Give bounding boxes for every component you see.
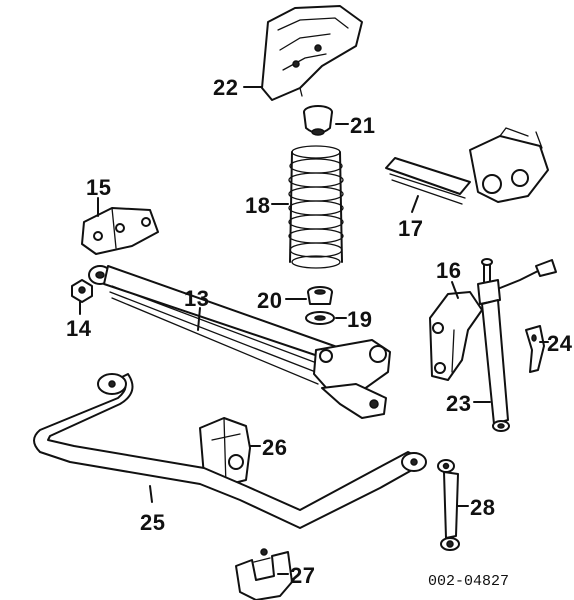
label-28: 28 [470, 495, 495, 520]
leader-17 [411, 195, 419, 213]
bushing-nut-14 [71, 279, 93, 303]
label-15: 15 [86, 175, 111, 200]
label-24: 24 [547, 331, 573, 356]
label-19: 19 [347, 307, 372, 332]
spring-isolator-20 [307, 286, 333, 305]
coil-spring-18 [288, 145, 344, 269]
clip-24 [525, 325, 545, 373]
label-20: 20 [257, 288, 282, 313]
shock-bracket-16 [429, 291, 483, 381]
label-18: 18 [245, 193, 270, 218]
label-16: 16 [436, 258, 461, 283]
frame-bracket-15 [81, 207, 159, 255]
label-27: 27 [290, 563, 315, 588]
radius-arm-13 [88, 265, 391, 419]
bushing-clamp-27 [235, 548, 293, 600]
label-23: 23 [446, 391, 471, 416]
label-21: 21 [350, 113, 375, 138]
shock-absorber-23 [477, 258, 557, 432]
leader-16 [451, 281, 459, 299]
stabilizer-bar-25 [33, 373, 427, 529]
stabilizer-link-28 [437, 459, 460, 551]
label-22: 22 [213, 75, 238, 100]
spring-seat-19 [305, 311, 335, 325]
label-25: 25 [140, 510, 165, 535]
bump-stop-21 [303, 105, 333, 136]
diagram-part-code: 002-04827 [428, 573, 509, 590]
leader-13 [197, 307, 201, 331]
leaf-spring-17 [385, 127, 549, 205]
label-13: 13 [184, 286, 209, 311]
label-26: 26 [262, 435, 287, 460]
upper-spring-seat-22 [261, 5, 363, 101]
label-17: 17 [398, 216, 423, 241]
leader-25 [149, 485, 153, 503]
stabilizer-bushing-26 [199, 417, 251, 487]
label-14: 14 [66, 316, 92, 341]
